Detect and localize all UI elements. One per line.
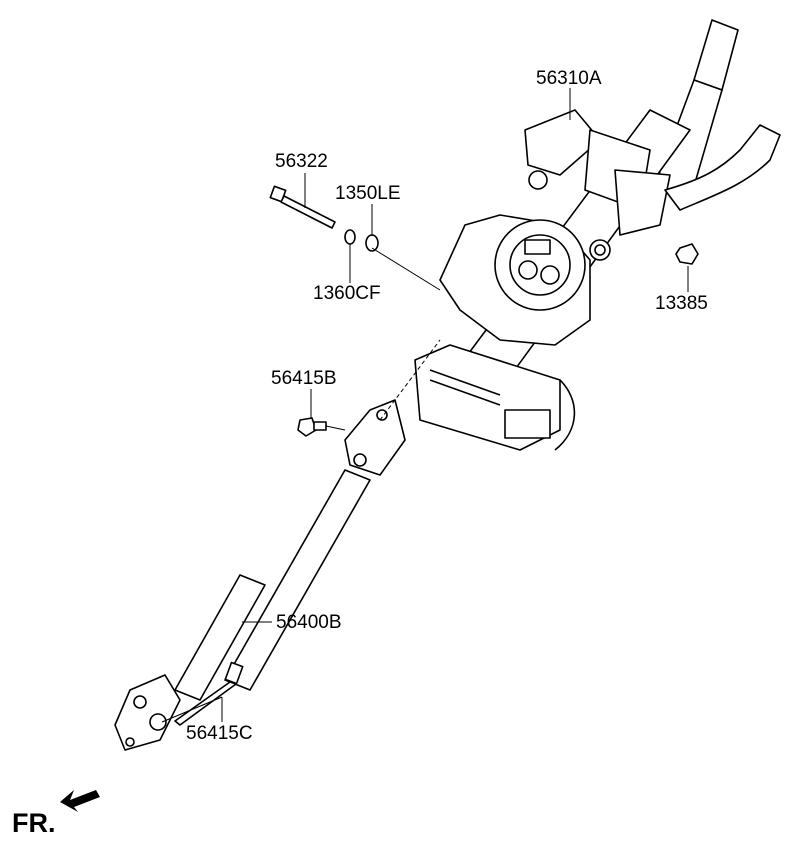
front-arrow-icon — [60, 790, 100, 812]
ecu-module — [414, 344, 576, 451]
upper-bracket — [524, 109, 671, 261]
label-1350le: 1350LE — [335, 183, 401, 204]
label-56415b: 56415B — [271, 368, 337, 389]
bolt-56415b — [297, 417, 327, 437]
nut-13385 — [675, 243, 699, 265]
eps-motor — [439, 214, 591, 346]
label-56322: 56322 — [275, 151, 328, 172]
label-56415c: 56415C — [186, 723, 253, 744]
upper-universal-joint — [344, 399, 406, 476]
label-56400b: 56400B — [276, 612, 342, 633]
washer-1350le — [365, 234, 379, 252]
tilt-lever — [664, 124, 781, 211]
label-1360cf: 1360CF — [313, 283, 381, 304]
label-56310a: 56310A — [536, 68, 602, 89]
leader-lines — [161, 88, 689, 723]
washer-1360cf — [344, 229, 356, 245]
lower-universal-joint — [114, 674, 181, 751]
intermediate-shaft — [224, 469, 371, 691]
front-indicator-label: FR. — [12, 808, 56, 838]
label-13385: 13385 — [655, 293, 708, 314]
bolt-56322 — [269, 185, 336, 229]
